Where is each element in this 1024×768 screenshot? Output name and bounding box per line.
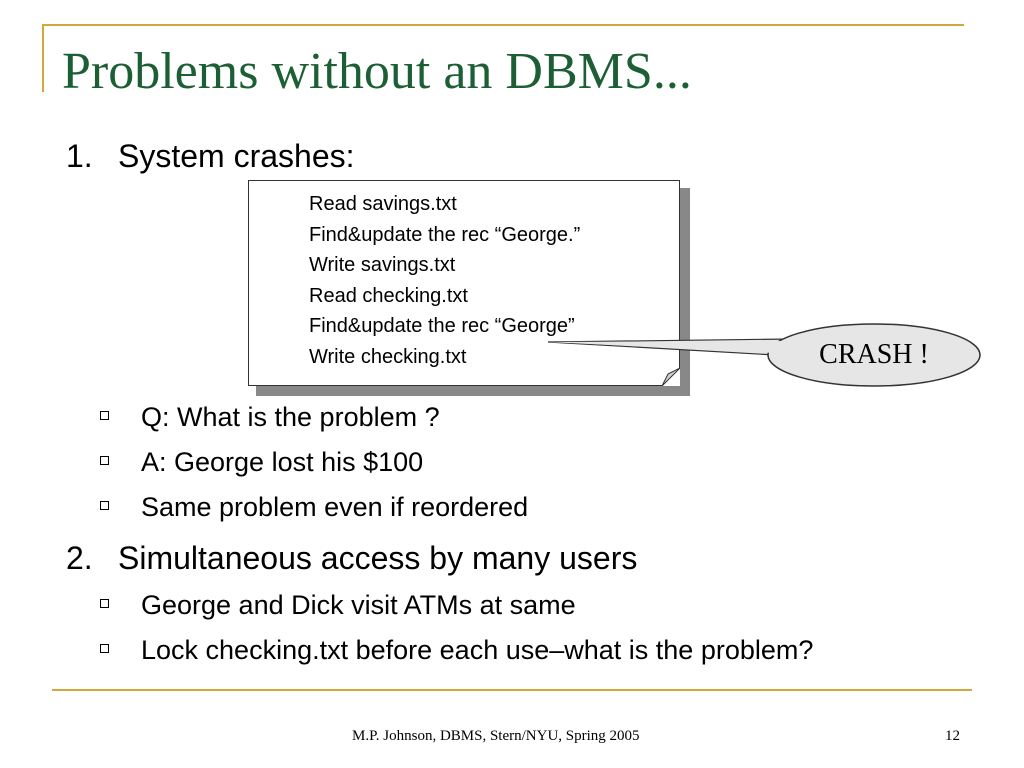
sub-item-text: Q: What is the problem ? xyxy=(141,402,440,432)
code-line: Read checking.txt xyxy=(309,284,468,307)
slide-title: Problems without an DBMS... xyxy=(62,43,692,100)
page-curl-icon xyxy=(662,368,680,386)
sub-item: Lock checking.txt before each use–what i… xyxy=(100,635,813,666)
frame-bottom-line xyxy=(52,689,972,691)
square-bullet-icon xyxy=(100,411,109,421)
sub-item-text: A: George lost his $100 xyxy=(141,447,424,477)
frame-top-line xyxy=(42,24,964,26)
code-line: Find&update the rec “George” xyxy=(309,315,575,337)
code-line: Write checking.txt xyxy=(309,345,467,368)
sub-item: Same problem even if reordered xyxy=(100,492,528,523)
numbered-item-1: 1. System crashes: xyxy=(66,138,355,175)
sub-item: Q: What is the problem ? xyxy=(100,402,440,433)
item-2-number: 2. xyxy=(66,540,93,576)
sub-item-text: George and Dick visit ATMs at same xyxy=(141,590,576,620)
sub-item: A: George lost his $100 xyxy=(100,447,423,478)
sub-item-text: Same problem even if reordered xyxy=(141,492,529,522)
frame-left-line xyxy=(42,24,44,92)
crash-callout-label: CRASH ! xyxy=(819,339,929,370)
item-1-number: 1. xyxy=(66,138,93,174)
item-1-text: System crashes: xyxy=(118,138,355,174)
footer-text: M.P. Johnson, DBMS, Stern/NYU, Spring 20… xyxy=(352,728,640,744)
numbered-item-2: 2. Simultaneous access by many users xyxy=(66,540,637,577)
sub-item-text: Lock checking.txt before each use–what i… xyxy=(141,635,814,665)
code-line: Read savings.txt xyxy=(309,193,457,215)
page-number: 12 xyxy=(945,728,960,744)
code-line: Write savings.txt xyxy=(309,254,456,276)
code-lines: Read savings.txt Find&update the rec “Ge… xyxy=(309,189,580,372)
square-bullet-icon xyxy=(100,599,109,609)
code-line: Find&update the rec “George.” xyxy=(309,223,581,246)
sub-item: George and Dick visit ATMs at same xyxy=(100,590,576,621)
square-bullet-icon xyxy=(100,456,109,466)
item-2-text: Simultaneous access by many users xyxy=(118,540,638,576)
square-bullet-icon xyxy=(100,644,109,654)
square-bullet-icon xyxy=(100,501,109,511)
code-box: Read savings.txt Find&update the rec “Ge… xyxy=(248,180,680,386)
